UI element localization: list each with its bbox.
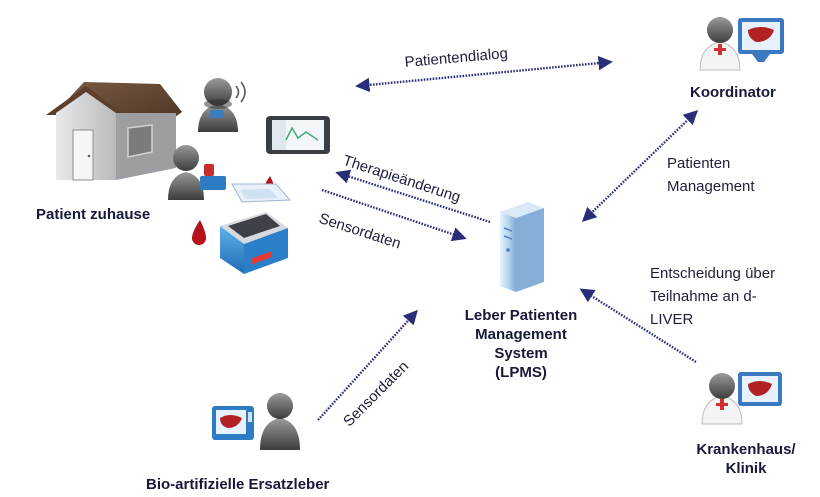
blood-analyzer-icon: [220, 212, 288, 274]
decision-line-3: LIVER: [650, 311, 694, 328]
decision-arrow: [579, 288, 697, 364]
node-label-hospital: Krankenhaus/ Klinik: [688, 440, 804, 478]
therapy-change-arrow: [335, 169, 491, 224]
patient-wireless-icon: [198, 78, 246, 132]
patient-device-icon: [168, 145, 226, 200]
blood-drop-icon: [192, 220, 206, 245]
lpms-line-1: Leber Patienten: [464, 307, 578, 324]
sensor-data-bio-arrow: [317, 309, 418, 421]
node-label-coordinator: Koordinator: [690, 84, 776, 101]
tablet-icon: [266, 116, 330, 154]
hospital-line-1: Krankenhaus/: [696, 441, 796, 458]
sensor-data-home-arrow: [321, 188, 467, 242]
coordinator-doctor-icon: [699, 17, 784, 71]
edge-label-patient-management: Patienten Management: [667, 152, 755, 198]
decision-line-2: Teilnahme an d-: [650, 288, 757, 305]
test-strip-icon: [231, 183, 292, 203]
bio-liver-patient-icon: [212, 393, 300, 450]
house-icon: [46, 82, 182, 181]
hospital-line-2: Klinik: [725, 460, 767, 477]
node-label-patient-home: Patient zuhause: [36, 206, 151, 223]
server-tower-icon: [500, 202, 544, 292]
patient-management-line-2: Management: [667, 178, 755, 195]
lpms-line-2: Management: [475, 326, 567, 343]
edge-label-decision: Entscheidung über Teilnahme an d- LIVER: [650, 262, 775, 331]
patient-dialog-arrow: [355, 55, 613, 93]
patient-management-line-1: Patienten: [667, 155, 731, 172]
node-label-bio-liver: Bio-artifizielle Ersatzleber: [146, 476, 330, 493]
node-label-lpms: Leber Patienten Management System (LPMS): [456, 306, 586, 382]
patient-management-arrow: [581, 110, 699, 222]
decision-line-1: Entscheidung über: [650, 265, 776, 282]
lpms-line-3: System: [494, 345, 548, 362]
hospital-doctor-icon: [701, 372, 782, 425]
lpms-line-4: (LPMS): [495, 364, 547, 381]
